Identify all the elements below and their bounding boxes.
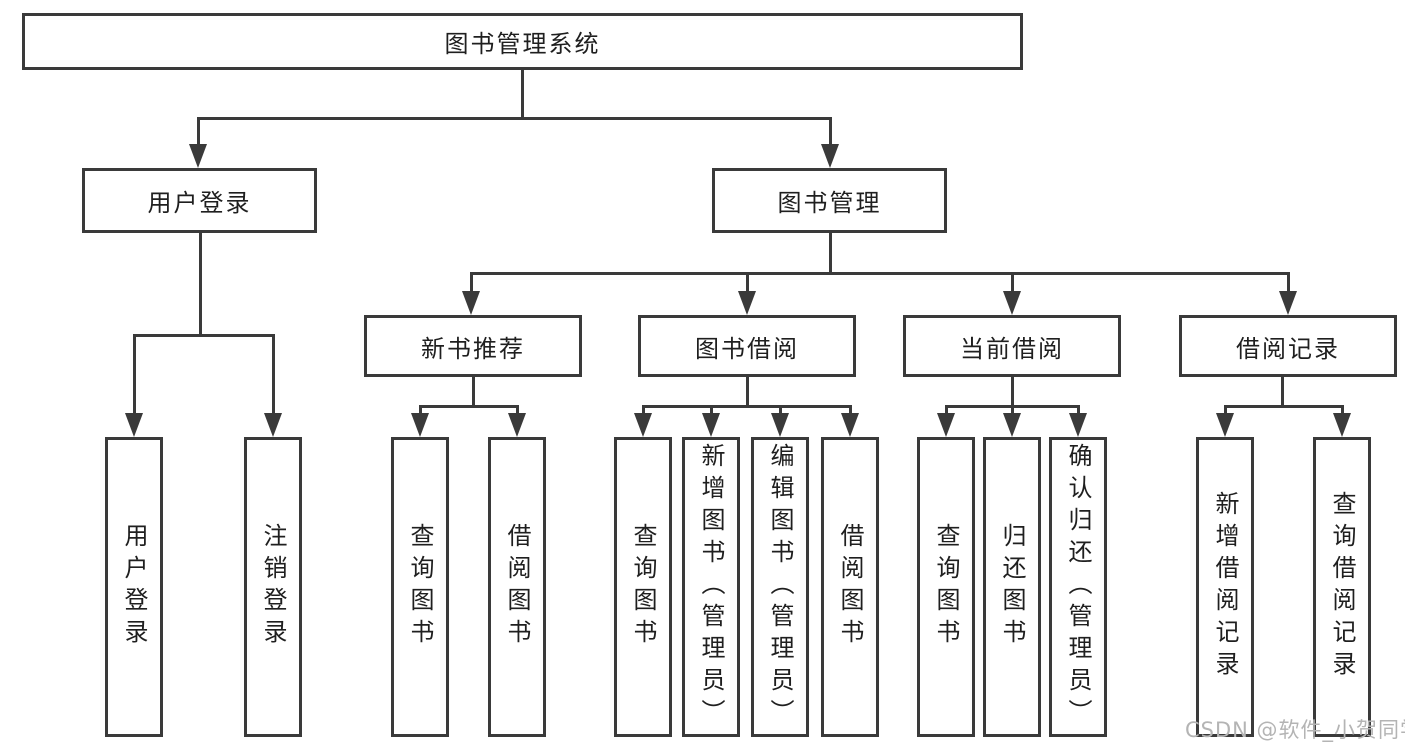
leaf-logout: 注销登录 <box>244 437 302 737</box>
leaf-add-borrow-record: 新增借阅记录 <box>1196 437 1254 737</box>
connector-drop-current <box>1011 272 1014 298</box>
connector-level2-rail <box>197 117 832 120</box>
leaf-query-borrow-record: 查询借阅记录 <box>1313 437 1371 737</box>
arrowhead-q1 <box>411 413 429 437</box>
connector-drop-user-login <box>197 117 200 152</box>
leaf-query-book-2: 查询图书 <box>614 437 672 737</box>
connector-recommend-rail <box>419 405 519 408</box>
arrowhead-current <box>1003 291 1021 315</box>
connector-borrow-stub <box>746 377 749 407</box>
arrowhead-leaf-login <box>125 413 143 437</box>
connector-drop-leaf-login <box>133 334 136 419</box>
connector-current-stub <box>1011 377 1014 407</box>
connector-root-stub <box>521 70 524 119</box>
connector-recommend-stub <box>472 377 475 407</box>
node-new-book-recommend: 新书推荐 <box>364 315 582 377</box>
node-user-login: 用户登录 <box>82 168 317 233</box>
leaf-borrow-book-1: 借阅图书 <box>488 437 546 737</box>
connector-login-rail <box>133 334 275 337</box>
connector-borrow-rail <box>642 405 852 408</box>
arrowhead-leaf-logout <box>264 413 282 437</box>
connector-drop-book-management <box>829 117 832 152</box>
connector-level3-rail <box>470 272 1290 275</box>
node-root: 图书管理系统 <box>22 13 1023 70</box>
leaf-query-book-3: 查询图书 <box>917 437 975 737</box>
arrowhead-recommend <box>462 291 480 315</box>
arrowhead-add <box>702 413 720 437</box>
node-book-management: 图书管理 <box>712 168 947 233</box>
arrowhead-user-login <box>189 144 207 168</box>
leaf-user-login: 用户登录 <box>105 437 163 737</box>
csdn-watermark: CSDN @软件_小贺同学 <box>1185 718 1405 742</box>
arrowhead-confirm <box>1069 413 1087 437</box>
arrowhead-borrow <box>738 291 756 315</box>
leaf-query-book-1: 查询图书 <box>391 437 449 737</box>
connector-drop-records <box>1287 272 1290 298</box>
leaf-edit-book-admin: 编辑图书（管理员） <box>751 437 809 737</box>
arrowhead-records <box>1279 291 1297 315</box>
connector-login-stub <box>199 233 202 336</box>
connector-records-stub <box>1281 377 1284 407</box>
leaf-add-book-admin: 新增图书（管理员） <box>682 437 740 737</box>
connector-records-rail <box>1224 405 1344 408</box>
arrowhead-addrec <box>1216 413 1234 437</box>
node-current-borrow: 当前借阅 <box>903 315 1121 377</box>
node-borrow-records: 借阅记录 <box>1179 315 1397 377</box>
leaf-return-book: 归还图书 <box>983 437 1041 737</box>
arrowhead-qrec <box>1333 413 1351 437</box>
leaf-confirm-return-admin: 确认归还（管理员） <box>1049 437 1107 737</box>
connector-drop-borrow <box>746 272 749 298</box>
arrowhead-return <box>1003 413 1021 437</box>
leaf-borrow-book-2: 借阅图书 <box>821 437 879 737</box>
arrowhead-book-management <box>821 144 839 168</box>
arrowhead-b1 <box>508 413 526 437</box>
node-book-borrow: 图书借阅 <box>638 315 856 377</box>
connector-drop-recommend <box>470 272 473 298</box>
arrowhead-q3 <box>937 413 955 437</box>
arrowhead-edit <box>771 413 789 437</box>
arrowhead-q2 <box>634 413 652 437</box>
arrowhead-b2 <box>841 413 859 437</box>
connector-drop-leaf-logout <box>272 334 275 419</box>
connector-mgmt-stub <box>829 233 832 274</box>
